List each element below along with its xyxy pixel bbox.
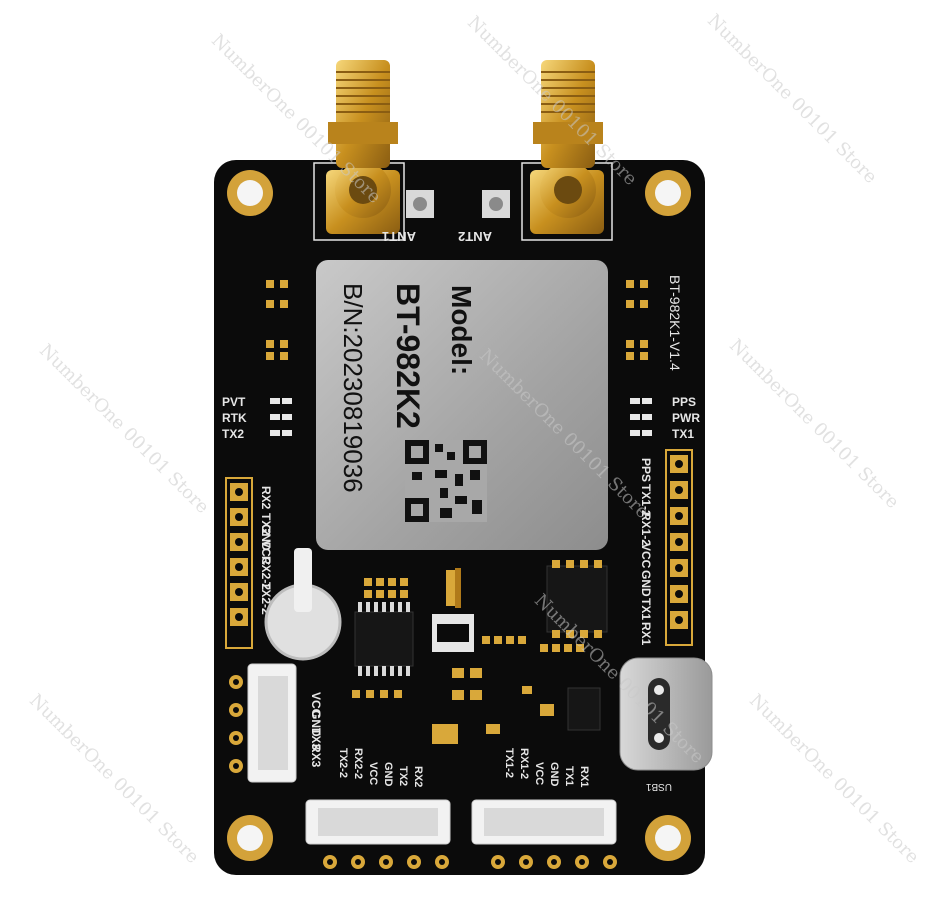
led-label-pvt: PVT: [222, 395, 246, 409]
conn-left-rx3: RX3: [309, 744, 323, 768]
led-label-rtk: RTK: [222, 411, 247, 425]
bottom-right-tx1-2: TX1-2: [503, 748, 515, 778]
header-left-gnd: GND: [259, 524, 273, 551]
header-left-vcc: VCC: [259, 540, 273, 566]
ant1-label: ANT1: [382, 229, 416, 244]
conn-left-gnd: GND: [309, 710, 323, 737]
bottom-left-rx2-2: RX2-2: [352, 748, 364, 779]
header-right-tx1: TX1: [639, 598, 653, 620]
led-label-pps: PPS: [672, 395, 696, 409]
bottom-left-rx2: RX2: [412, 766, 424, 787]
ant2-label: ANT2: [458, 229, 492, 244]
bottom-right-tx1: TX1: [563, 766, 575, 786]
header-left-rx2: RX2: [259, 486, 273, 510]
bottom-right-vcc: VCC: [533, 762, 545, 785]
bottom-left-gnd: GND: [382, 762, 394, 787]
board-version: BT-982K1-V1.4: [667, 275, 683, 371]
module-model-line: Model:: [446, 285, 477, 375]
sma-connector-2: [521, 60, 613, 241]
module-serial: B/N:20230819036: [338, 283, 368, 493]
left-pin-header: [225, 477, 253, 649]
bottom-right-gnd: GND: [548, 762, 560, 787]
mounting-holes: [227, 170, 691, 861]
header-left-tx2: TX2: [259, 513, 273, 535]
led-label-tx1: TX1: [672, 427, 694, 441]
header-right-gnd: GND: [639, 570, 653, 597]
qr-code: [405, 440, 487, 522]
right-pin-header: [665, 449, 693, 646]
header-left-rx2-2: RX2-2: [259, 556, 273, 590]
conn-left-vcc: VCC: [309, 692, 323, 718]
led-label-tx2: TX2: [222, 427, 244, 441]
header-right-tx1-2: TX1-2: [639, 484, 653, 517]
sma-connector-1: [313, 60, 405, 241]
header-right-rx1: RX1: [639, 622, 653, 646]
bottom-right-rx1: RX1: [578, 766, 590, 787]
header-right-vcc: VCC: [639, 543, 653, 569]
led-label-pwr: PWR: [672, 411, 700, 425]
bottom-left-vcc: VCC: [367, 762, 379, 785]
bottom-right-rx1-2: RX1-2: [518, 748, 530, 779]
module-model-name: BT-982K2: [390, 283, 426, 429]
bottom-left-tx2: TX2: [397, 766, 409, 786]
header-right-rx1-2: RX1-2: [639, 512, 653, 546]
usb-label: USB1: [645, 781, 672, 792]
header-right-pps: PPS: [639, 458, 653, 482]
gnss-module: [316, 260, 608, 550]
bottom-left-tx2-2: TX2-2: [337, 748, 349, 778]
conn-left-tx3: TX3: [309, 728, 323, 750]
